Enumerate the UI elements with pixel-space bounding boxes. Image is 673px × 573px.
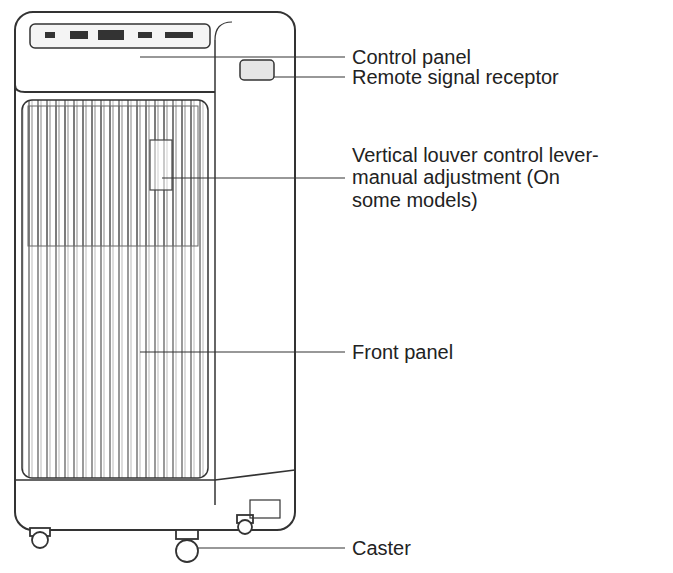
part-label-text: Remote signal receptor xyxy=(352,66,559,88)
leader-lines xyxy=(140,57,345,548)
part-label-text: Vertical louver control lever-manual adj… xyxy=(352,144,599,211)
front-grille xyxy=(22,100,208,478)
part-label: Front panel xyxy=(352,342,667,363)
control-panel xyxy=(30,24,210,48)
part-label: Remote signal receptor xyxy=(352,67,667,88)
unit-body xyxy=(15,12,295,530)
part-label: Vertical louver control lever-manual adj… xyxy=(352,144,602,211)
remote-receptor xyxy=(240,60,274,80)
part-label-text: Front panel xyxy=(352,341,453,363)
part-label: Caster xyxy=(352,538,667,559)
part-label-text: Caster xyxy=(352,537,411,559)
part-label-text: Control panel xyxy=(352,46,471,68)
part-label: Control panel xyxy=(352,47,667,68)
casters xyxy=(30,500,280,562)
